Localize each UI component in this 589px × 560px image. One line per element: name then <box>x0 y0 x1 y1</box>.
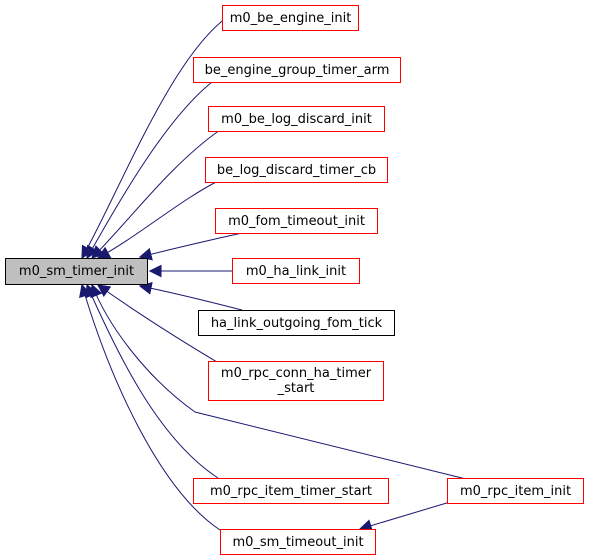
edge-n7 <box>138 281 243 311</box>
edge-n4 <box>96 179 221 259</box>
node-m0-rpc-item-init[interactable]: m0_rpc_item_init <box>447 478 584 504</box>
node-ha-link-outgoing-fom-tick[interactable]: ha_link_outgoing_fom_tick <box>198 310 395 336</box>
node-m0-rpc-conn-ha-timer-start[interactable]: m0_rpc_conn_ha_timer _start <box>208 361 384 401</box>
edge-n8 <box>96 284 223 366</box>
edge-n9 <box>85 283 219 479</box>
edge-n5 <box>138 232 243 261</box>
edge-n11 <box>90 283 471 481</box>
node-m0-fom-timeout-init[interactable]: m0_fom_timeout_init <box>215 208 378 234</box>
edge-n2 <box>86 81 213 260</box>
node-be-engine-group-timer-arm[interactable]: be_engine_group_timer_arm <box>193 57 401 83</box>
node-m0-ha-link-init[interactable]: m0_ha_link_init <box>232 258 360 284</box>
node-m0-rpc-item-timer-start[interactable]: m0_rpc_item_timer_start <box>193 478 389 504</box>
edge-n1 <box>81 17 227 260</box>
node-m0-be-engine-init[interactable]: m0_be_engine_init <box>222 5 359 31</box>
edge-n3 <box>91 129 221 259</box>
edge-n10-n11 <box>358 501 451 532</box>
root-node-m0-sm-timer-init: m0_sm_timer_init <box>5 258 148 285</box>
node-be-log-discard-timer-cb[interactable]: be_log_discard_timer_cb <box>205 157 388 183</box>
edge-n10 <box>79 283 221 531</box>
node-m0-be-log-discard-init[interactable]: m0_be_log_discard_init <box>208 106 385 132</box>
node-m0-sm-timeout-init[interactable]: m0_sm_timeout_init <box>220 529 376 555</box>
